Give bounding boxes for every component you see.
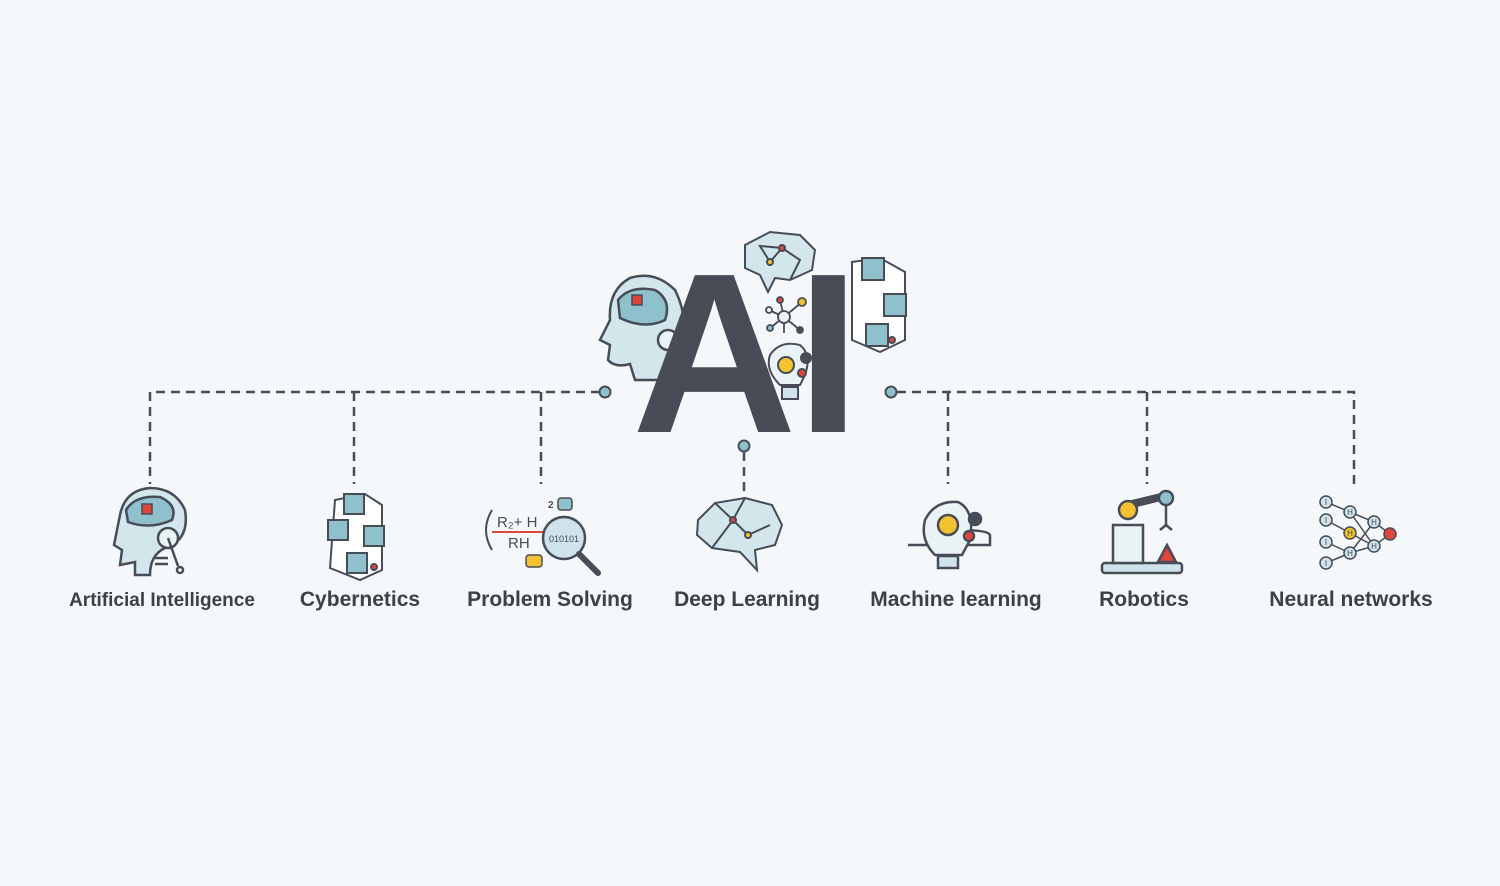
svg-text:I: I bbox=[1325, 516, 1327, 525]
label-cybernetics: Cybernetics bbox=[299, 588, 421, 611]
robot-head-icon bbox=[112, 486, 188, 577]
robot-arm-icon bbox=[1100, 489, 1184, 575]
svg-text:I: I bbox=[1325, 559, 1327, 568]
svg-text:H: H bbox=[1347, 508, 1353, 517]
cubes-network-icon bbox=[327, 492, 385, 582]
connector-dots bbox=[598, 385, 898, 453]
svg-text:I: I bbox=[1325, 538, 1327, 547]
label-artificial-intelligence: Artificial Intelligence bbox=[69, 590, 255, 611]
ai-title: AI bbox=[632, 227, 860, 481]
cubes-network-icon bbox=[851, 256, 907, 354]
svg-text:2: 2 bbox=[548, 500, 554, 511]
connector-lines bbox=[148, 390, 1356, 498]
polygon-brain-icon bbox=[695, 496, 784, 573]
svg-text:I: I bbox=[1325, 498, 1327, 507]
label-machine-learning: Machine learning bbox=[870, 588, 1042, 611]
formula-magnifier-icon: R₂+ H RH 2 010101 bbox=[485, 497, 601, 576]
robot-head-icon bbox=[598, 274, 686, 382]
svg-text:H: H bbox=[1371, 518, 1377, 527]
lightbulb-gears-icon bbox=[767, 342, 812, 400]
label-problem-solving: Problem Solving bbox=[467, 588, 633, 611]
svg-text:R₂+ H: R₂+ H bbox=[497, 514, 537, 531]
lightbulb-gears-icon bbox=[908, 500, 992, 570]
label-robotics: Robotics bbox=[1099, 588, 1189, 611]
svg-text:RH: RH bbox=[508, 535, 530, 552]
svg-text:H: H bbox=[1347, 549, 1353, 558]
neural-network-icon: II II HH H HH bbox=[1319, 495, 1397, 570]
network-node-icon bbox=[765, 296, 807, 334]
label-neural-networks: Neural networks bbox=[1269, 588, 1433, 611]
svg-text:H: H bbox=[1347, 529, 1353, 538]
svg-text:010101: 010101 bbox=[549, 534, 579, 544]
polygon-brain-icon bbox=[744, 230, 817, 295]
svg-text:H: H bbox=[1371, 542, 1377, 551]
label-deep-learning: Deep Learning bbox=[674, 588, 820, 611]
